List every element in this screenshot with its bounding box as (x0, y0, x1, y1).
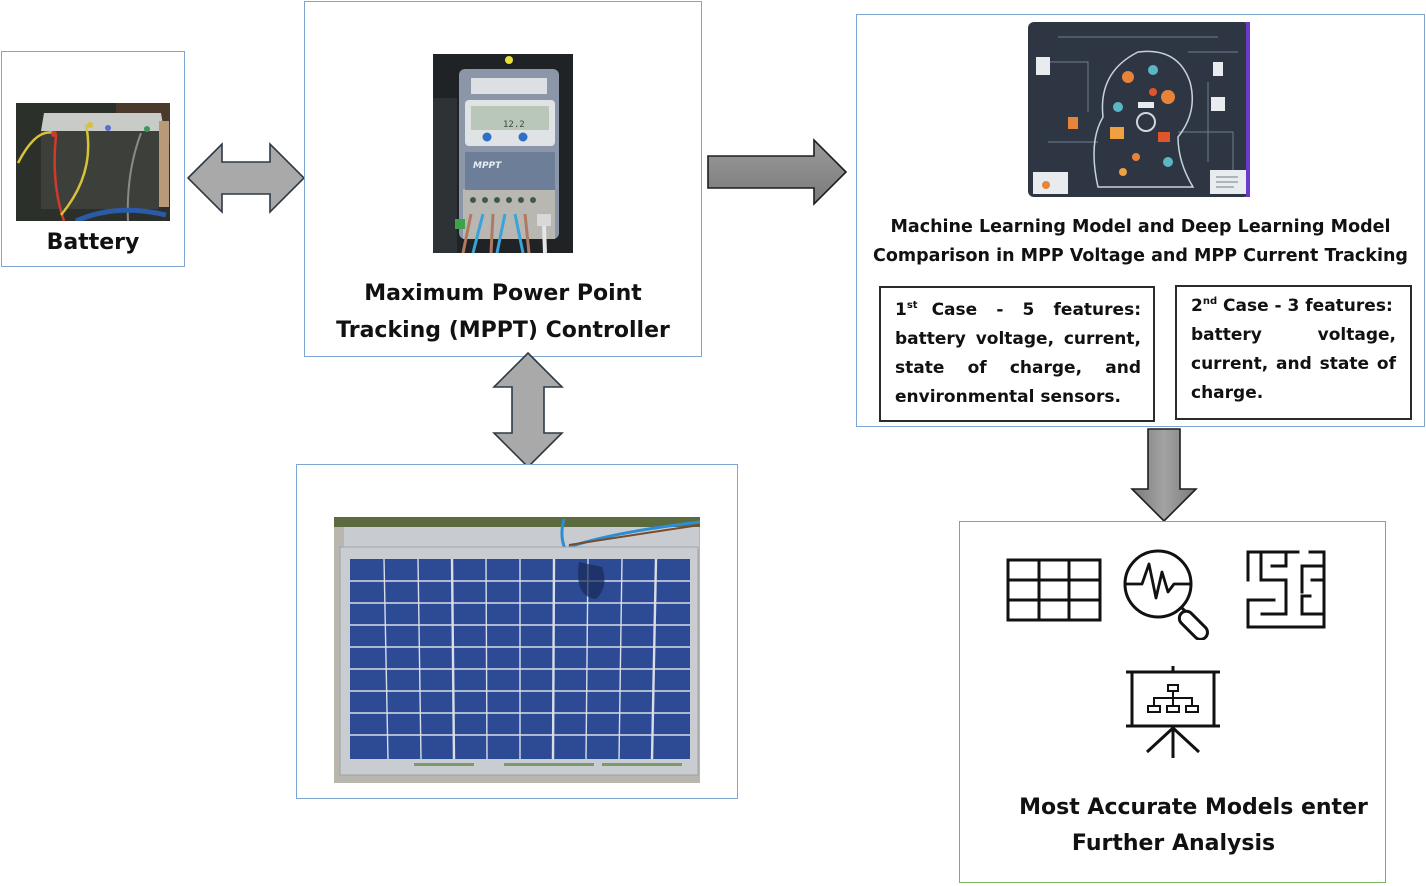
battery-box: Battery (1, 51, 185, 267)
ml-comparison-box: Machine Learning Model and Deep Learning… (856, 14, 1425, 427)
ai-head-circuit-illustration (1028, 22, 1250, 197)
right-arrow-mppt-ml (706, 138, 848, 206)
case1-box: 1st Case - 5 features: battery voltage, … (879, 286, 1155, 422)
mppt-label: Maximum Power Point Tracking (MPPT) Cont… (305, 275, 701, 349)
case1-ordinal-suffix: st (906, 300, 918, 311)
mppt-label-line1: Maximum Power Point (364, 281, 642, 306)
case2-heading-text: Case - 3 features: (1223, 296, 1393, 316)
analysis-box: Most Accurate Models enter Further Analy… (959, 521, 1386, 883)
case2-text: 2nd Case - 3 features: battery voltage, … (1191, 292, 1396, 408)
mppt-display-reading: 12.2 (503, 120, 525, 130)
solar-panel-box (296, 464, 738, 799)
maze-icon (1246, 550, 1328, 630)
ml-title-line1: Machine Learning Model and Deep Learning… (890, 217, 1391, 237)
battery-photo (16, 103, 170, 221)
down-arrow-ml-analysis (1130, 427, 1198, 523)
case1-heading: 1st Case - 5 features: (895, 296, 1141, 325)
case1-ordinal: 1 (895, 300, 907, 320)
ml-title-line2: Comparison in MPP Voltage and MPP Curren… (873, 246, 1408, 266)
case1-text: 1st Case - 5 features: battery voltage, … (895, 296, 1141, 412)
case2-ordinal: 2 (1191, 296, 1203, 316)
case2-heading: 2nd Case - 3 features: (1191, 292, 1396, 321)
bidirectional-arrow-mppt-solar (490, 351, 566, 469)
analysis-label-line1: Most Accurate Models enter (1019, 795, 1368, 820)
signal-magnifier-icon (1122, 548, 1218, 640)
case2-ordinal-suffix: nd (1202, 296, 1218, 307)
case2-body: battery voltage, current, and state of c… (1191, 325, 1396, 403)
bidirectional-arrow-battery-mppt (186, 141, 306, 215)
table-grid-icon (1006, 558, 1102, 622)
case1-heading-text: Case - 5 features: (931, 300, 1141, 320)
presentation-hierarchy-icon (1125, 666, 1221, 760)
battery-label: Battery (46, 230, 140, 255)
analysis-label: Most Accurate Models enter Further Analy… (1002, 790, 1385, 862)
case1-body: battery voltage, current, state of charg… (895, 329, 1141, 407)
ml-comparison-title: Machine Learning Model and Deep Learning… (857, 213, 1424, 271)
solar-panel-photo (334, 517, 700, 783)
mppt-box: 12.2 MPPT Maximum Power Point Tracking (… (304, 1, 702, 357)
case2-box: 2nd Case - 3 features: battery voltage, … (1175, 285, 1412, 420)
mppt-device-brand: MPPT (473, 161, 502, 171)
mppt-label-line2: Tracking (MPPT) Controller (336, 318, 670, 343)
mppt-controller-photo: 12.2 MPPT (433, 54, 573, 253)
analysis-label-line2: Further Analysis (1071, 831, 1276, 856)
